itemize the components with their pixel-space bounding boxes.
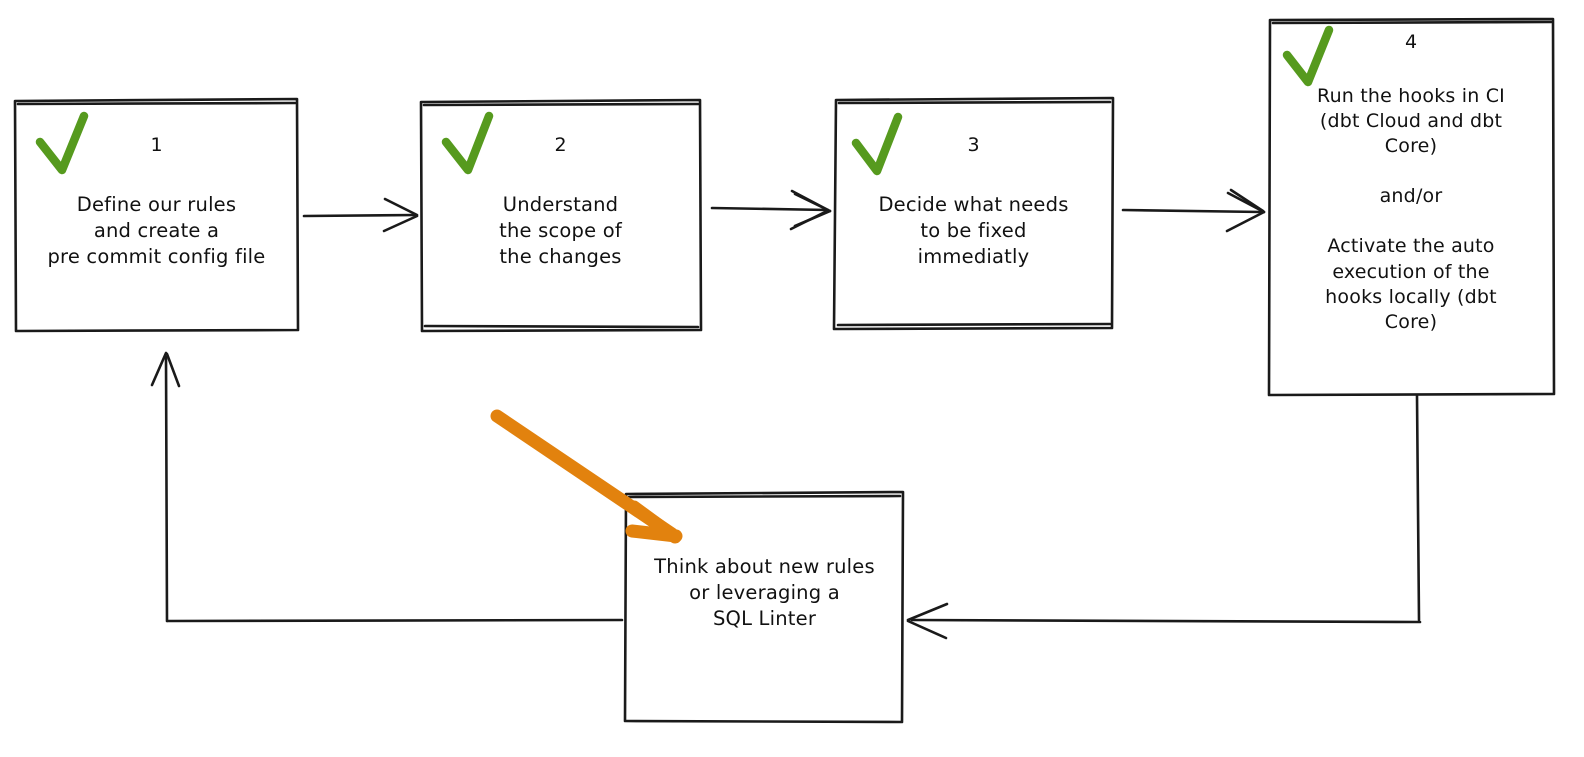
arrow-1-to-2 (302, 197, 419, 233)
arrow-loop-to-1 (150, 351, 624, 623)
node-step-1-text: Define our rules and create a pre commit… (47, 193, 266, 268)
green-check-icon (35, 111, 89, 175)
arrow-3-to-4 (1121, 188, 1266, 233)
green-check-icon (441, 111, 494, 175)
node-step-loop[interactable]: Think about new rules or leveraging a SQ… (625, 492, 904, 722)
node-step-4[interactable]: 4 Run the hooks in CI (dbt Cloud and dbt… (1268, 18, 1554, 395)
node-loop-outline (623, 490, 905, 724)
node-step-2-number: 2 (554, 134, 567, 156)
node-step-1-number: 1 (150, 134, 163, 156)
node-4-outline (1267, 17, 1556, 397)
node-3-outline (832, 96, 1115, 331)
green-check-icon (851, 112, 903, 176)
node-step-3-number: 3 (967, 134, 980, 156)
node-2-outline (419, 98, 703, 333)
node-step-2-text: Understand the scope of the changes (499, 193, 622, 268)
arrow-2-to-3 (710, 189, 832, 231)
node-step-3-text: Decide what needs to be fixed immediatly (878, 193, 1069, 268)
orange-pointer-icon (490, 409, 683, 544)
node-1-outline (13, 97, 300, 333)
node-step-3[interactable]: 3 Decide what needs to be fixed immediat… (833, 98, 1114, 329)
node-step-2[interactable]: 2 Understand the scope of the changes (420, 100, 701, 331)
green-check-icon (1282, 25, 1334, 87)
arrow-4-to-loop (906, 394, 1422, 640)
node-step-4-number: 4 (1404, 31, 1418, 53)
node-step-4-text: Run the hooks in CI (dbt Cloud and dbt C… (1317, 85, 1505, 333)
node-step-loop-text: Think about new rules or leveraging a SQ… (654, 555, 875, 630)
node-step-1[interactable]: 1 Define our rules and create a pre comm… (14, 100, 299, 331)
